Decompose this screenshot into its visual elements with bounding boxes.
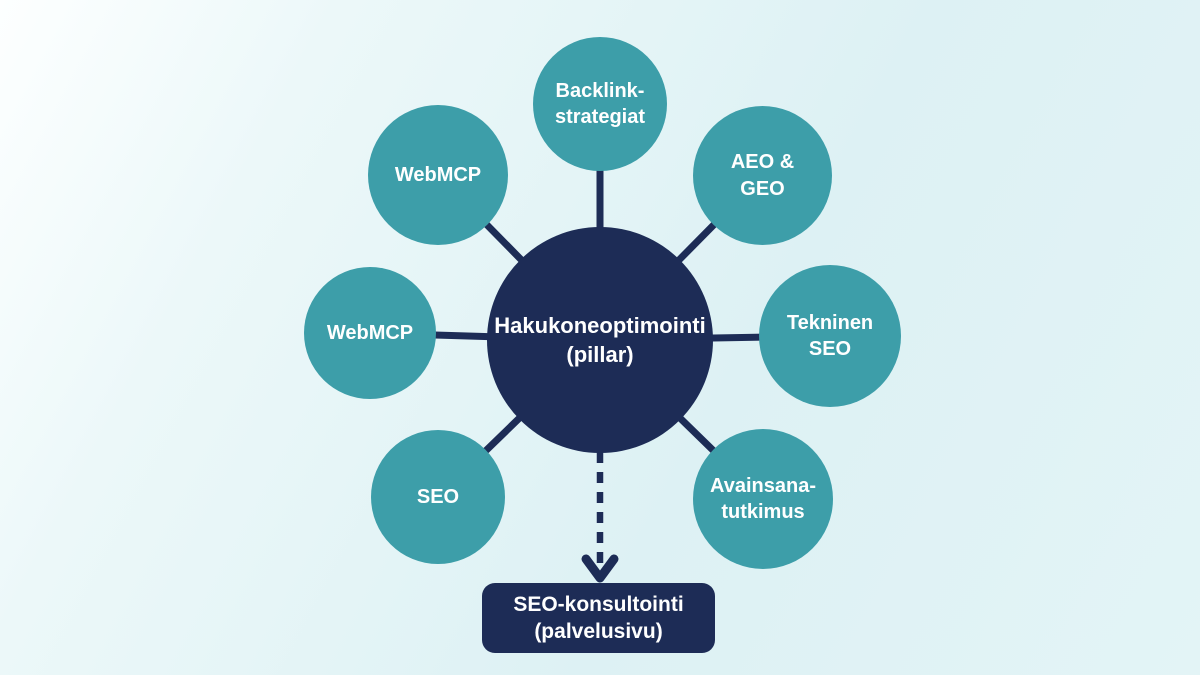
satellite-label-line2: SEO (808, 338, 852, 360)
satellite-label-line2: GEO (740, 177, 785, 200)
satellite-label-line1: Tekninen (786, 311, 874, 334)
service-page-label-line2: (palvelusivu) (534, 620, 663, 643)
satellite-avainsana-tutkimus: Avainsana- tutkimus (693, 429, 833, 569)
satellite-webmcp-left: WebMCP (304, 267, 436, 399)
arrow-head-icon (581, 554, 619, 583)
satellite-label-line1: WebMCP (326, 321, 414, 344)
satellite-label-line2: strategiat (554, 106, 646, 128)
satellite-tekninen-seo: Tekninen SEO (759, 265, 901, 407)
center-pillar-label-line2: (pillar) (566, 342, 634, 367)
satellite-label-line1: WebMCP (394, 163, 482, 186)
satellite-backlink-strategiat: Backlink- strategiat (533, 37, 667, 171)
satellite-label-line1: AEO & (730, 151, 795, 174)
satellite-webmcp-top-left: WebMCP (368, 105, 508, 245)
satellite-label-line2: tutkimus (721, 501, 805, 523)
satellite-label-line1: Avainsana- (710, 474, 816, 497)
service-page-box: SEO-konsultointi (palvelusivu) (482, 583, 715, 653)
satellite-label-line1: Backlink- (555, 79, 645, 102)
center-pillar-node: Hakukoneoptimointi (pillar) (487, 227, 713, 453)
satellite-label-line1: SEO (416, 485, 460, 508)
satellite-aeo-geo: AEO & GEO (693, 106, 832, 245)
service-page-label-line1: SEO-konsultointi (513, 592, 684, 616)
satellite-seo: SEO (371, 430, 505, 564)
center-pillar-label-line1: Hakukoneoptimointi (494, 312, 706, 338)
